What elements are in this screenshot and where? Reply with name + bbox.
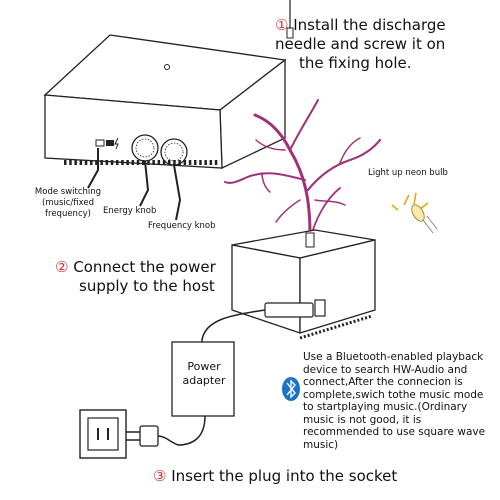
step-2-line1: Connect the power bbox=[73, 258, 216, 276]
vent-slot bbox=[105, 160, 109, 165]
discharge-needle bbox=[286, 0, 294, 39]
vent-slot bbox=[116, 160, 119, 165]
plug-icon bbox=[126, 425, 179, 447]
bt-line: to startplaying music.(Ordinary bbox=[303, 401, 468, 413]
vent-slot bbox=[131, 160, 135, 165]
vent-slot bbox=[168, 160, 171, 165]
step-3-line1: Insert the plug into the socket bbox=[171, 467, 398, 485]
vent-slot bbox=[199, 160, 202, 165]
vent-slot bbox=[121, 160, 124, 165]
bt-line: connect,After the connecion is bbox=[303, 376, 463, 388]
vent-slot bbox=[95, 160, 98, 165]
vent-slot bbox=[157, 160, 161, 165]
step-3-number: ③ bbox=[153, 467, 167, 485]
vent-slot bbox=[136, 160, 140, 165]
vent-slot bbox=[152, 160, 155, 165]
power-adapter bbox=[171, 341, 235, 446]
step-2-line2: supply to the host bbox=[79, 277, 215, 295]
step-1-line1: Install the discharge bbox=[293, 16, 446, 34]
power-adapter-line1: Power bbox=[187, 360, 221, 373]
vent-slot bbox=[162, 160, 166, 165]
vent-slot bbox=[110, 160, 114, 165]
vent-slot bbox=[194, 160, 197, 165]
energy-knob bbox=[131, 134, 159, 162]
bt-line: recommended to use square wave bbox=[303, 426, 486, 438]
step-2-number: ② bbox=[55, 258, 69, 276]
host-box-bottom bbox=[231, 229, 376, 340]
vent-slot bbox=[178, 160, 181, 165]
frequency-knob-label: Frequency knob bbox=[148, 221, 216, 231]
vent-slot bbox=[188, 160, 192, 165]
vent-slot bbox=[64, 160, 67, 165]
vent-slot bbox=[126, 160, 129, 165]
bt-line: Use a Bluetooth-enabled playback bbox=[303, 351, 484, 363]
vent-slot bbox=[69, 160, 72, 165]
power-adapter-line2: adapter bbox=[182, 374, 226, 387]
vent-slot bbox=[173, 160, 176, 165]
energy-knob-label: Energy knob bbox=[103, 206, 157, 216]
bt-line: device to search HW-Audio and bbox=[303, 363, 468, 376]
mode-label-line1: Mode switching bbox=[34, 187, 102, 197]
bluetooth-icon bbox=[282, 377, 300, 401]
vent-slot bbox=[214, 160, 218, 165]
bt-line: complete,swich tothe music mode bbox=[303, 388, 484, 401]
mode-label-line2: (music/fixed frequency) bbox=[41, 198, 95, 219]
bt-line: music) bbox=[303, 438, 339, 451]
mode-switch-label: Mode switching (music/fixed frequency) bbox=[18, 187, 118, 220]
bluetooth-instructions: Use a Bluetooth-enabled playback device … bbox=[303, 351, 498, 451]
vent-slot bbox=[90, 160, 93, 165]
vent-slot bbox=[74, 160, 77, 165]
vent-slot bbox=[84, 160, 88, 165]
neon-bulb-label: Light up neon bulb bbox=[368, 168, 448, 178]
bt-line: music is not good, it is bbox=[303, 413, 422, 426]
step-1-number: ① bbox=[275, 16, 289, 34]
vent-slot bbox=[79, 160, 83, 165]
dc-connector bbox=[201, 302, 314, 345]
socket-icon bbox=[79, 409, 127, 459]
step-1-line2: needle and screw it on bbox=[275, 35, 446, 53]
step-3: ③ Insert the plug into the socket bbox=[153, 467, 397, 486]
vent-slot bbox=[142, 160, 145, 165]
vent-slot bbox=[100, 160, 103, 165]
step-2: ② Connect the power supply to the host bbox=[55, 258, 216, 296]
host-box-top bbox=[43, 34, 287, 170]
vent-slot bbox=[147, 160, 150, 165]
step-1: ① Install the discharge needle and screw… bbox=[275, 16, 446, 73]
vent-slot bbox=[204, 160, 207, 165]
step-1-line3: the fixing hole. bbox=[299, 54, 412, 72]
power-adapter-label: Power adapter bbox=[178, 360, 230, 388]
vent-slot bbox=[209, 160, 213, 165]
bulb-icon bbox=[391, 192, 438, 234]
vent-slot bbox=[183, 160, 187, 165]
plasma-arc bbox=[224, 99, 382, 241]
